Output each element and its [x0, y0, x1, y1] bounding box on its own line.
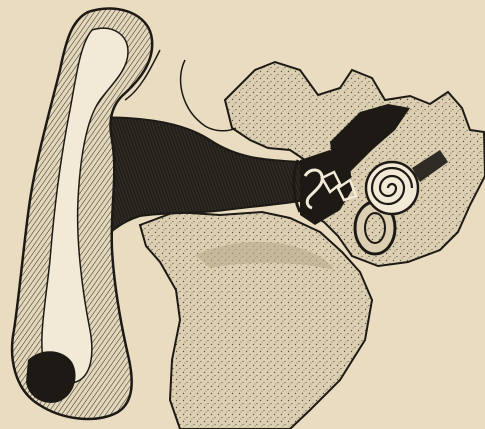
semicircular-canal-inner — [365, 213, 385, 243]
cochlea — [366, 162, 418, 214]
outer-ear-concha — [26, 351, 76, 403]
